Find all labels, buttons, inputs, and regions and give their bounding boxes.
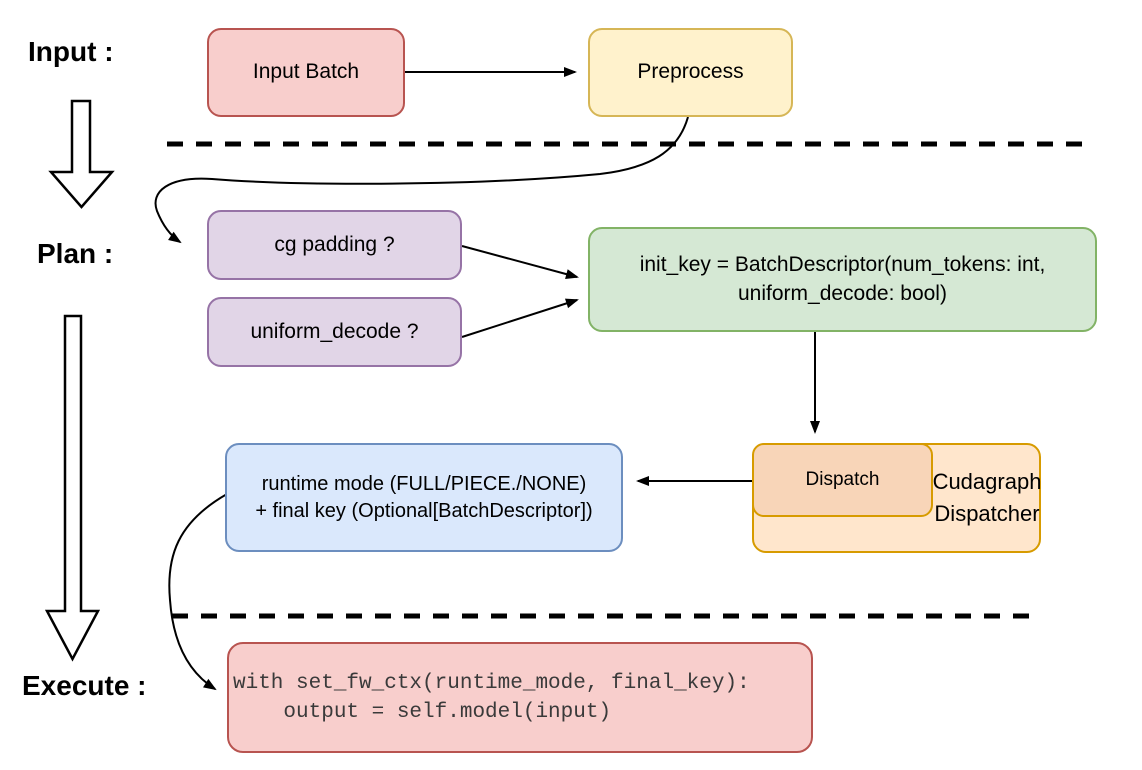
node-preprocess-label: Preprocess [637, 60, 744, 84]
curve-preprocess-to-cgpadding [154, 116, 689, 244]
node-input-batch: Input Batch [207, 28, 405, 117]
section-label-input: Input : [28, 36, 114, 67]
node-dispatch-label: Dispatch [805, 469, 880, 491]
node-cg-padding-label: cg padding ? [274, 232, 395, 256]
section-label-plan: Plan : [37, 238, 114, 269]
execute-code-line1: with set_fw_ctx(runtime_mode, final_key)… [233, 671, 750, 695]
section-label-execute: Execute : [22, 670, 147, 701]
section-arrow-input-to-plan-icon [48, 99, 115, 209]
node-runtime-mode-line1: runtime mode (FULL/PIECE./NONE) [261, 472, 587, 495]
curve-runtimemode-to-executecode [168, 493, 228, 691]
execute-code-line2: output = self.model(input) [233, 700, 612, 724]
node-runtime-mode-line2: + final key (Optional[BatchDescriptor]) [255, 499, 593, 522]
node-execute-code: with set_fw_ctx(runtime_mode, final_key)… [227, 642, 813, 753]
section-arrow-plan-to-execute-icon [44, 314, 101, 662]
arrow-cgpadding-to-initkey [461, 245, 579, 279]
node-preprocess: Preprocess [588, 28, 793, 117]
arrow-uniformdecode-to-initkey [461, 298, 579, 338]
node-cg-padding: cg padding ? [207, 210, 462, 280]
node-init-key: init_key = BatchDescriptor(num_tokens: i… [588, 227, 1097, 332]
node-input-batch-label: Input Batch [252, 60, 360, 84]
node-dispatch: Dispatch [752, 443, 933, 517]
node-init-key-line1: init_key = BatchDescriptor(num_tokens: i… [639, 253, 1046, 277]
node-runtime-mode: runtime mode (FULL/PIECE./NONE) + final … [225, 443, 623, 552]
node-cudagraph-dispatcher-label: Cudagraph Dispatcher [932, 469, 1042, 526]
node-uniform-decode: uniform_decode ? [207, 297, 462, 367]
node-uniform-decode-label: uniform_decode ? [250, 319, 419, 343]
node-init-key-line2: uniform_decode: bool) [738, 281, 947, 305]
